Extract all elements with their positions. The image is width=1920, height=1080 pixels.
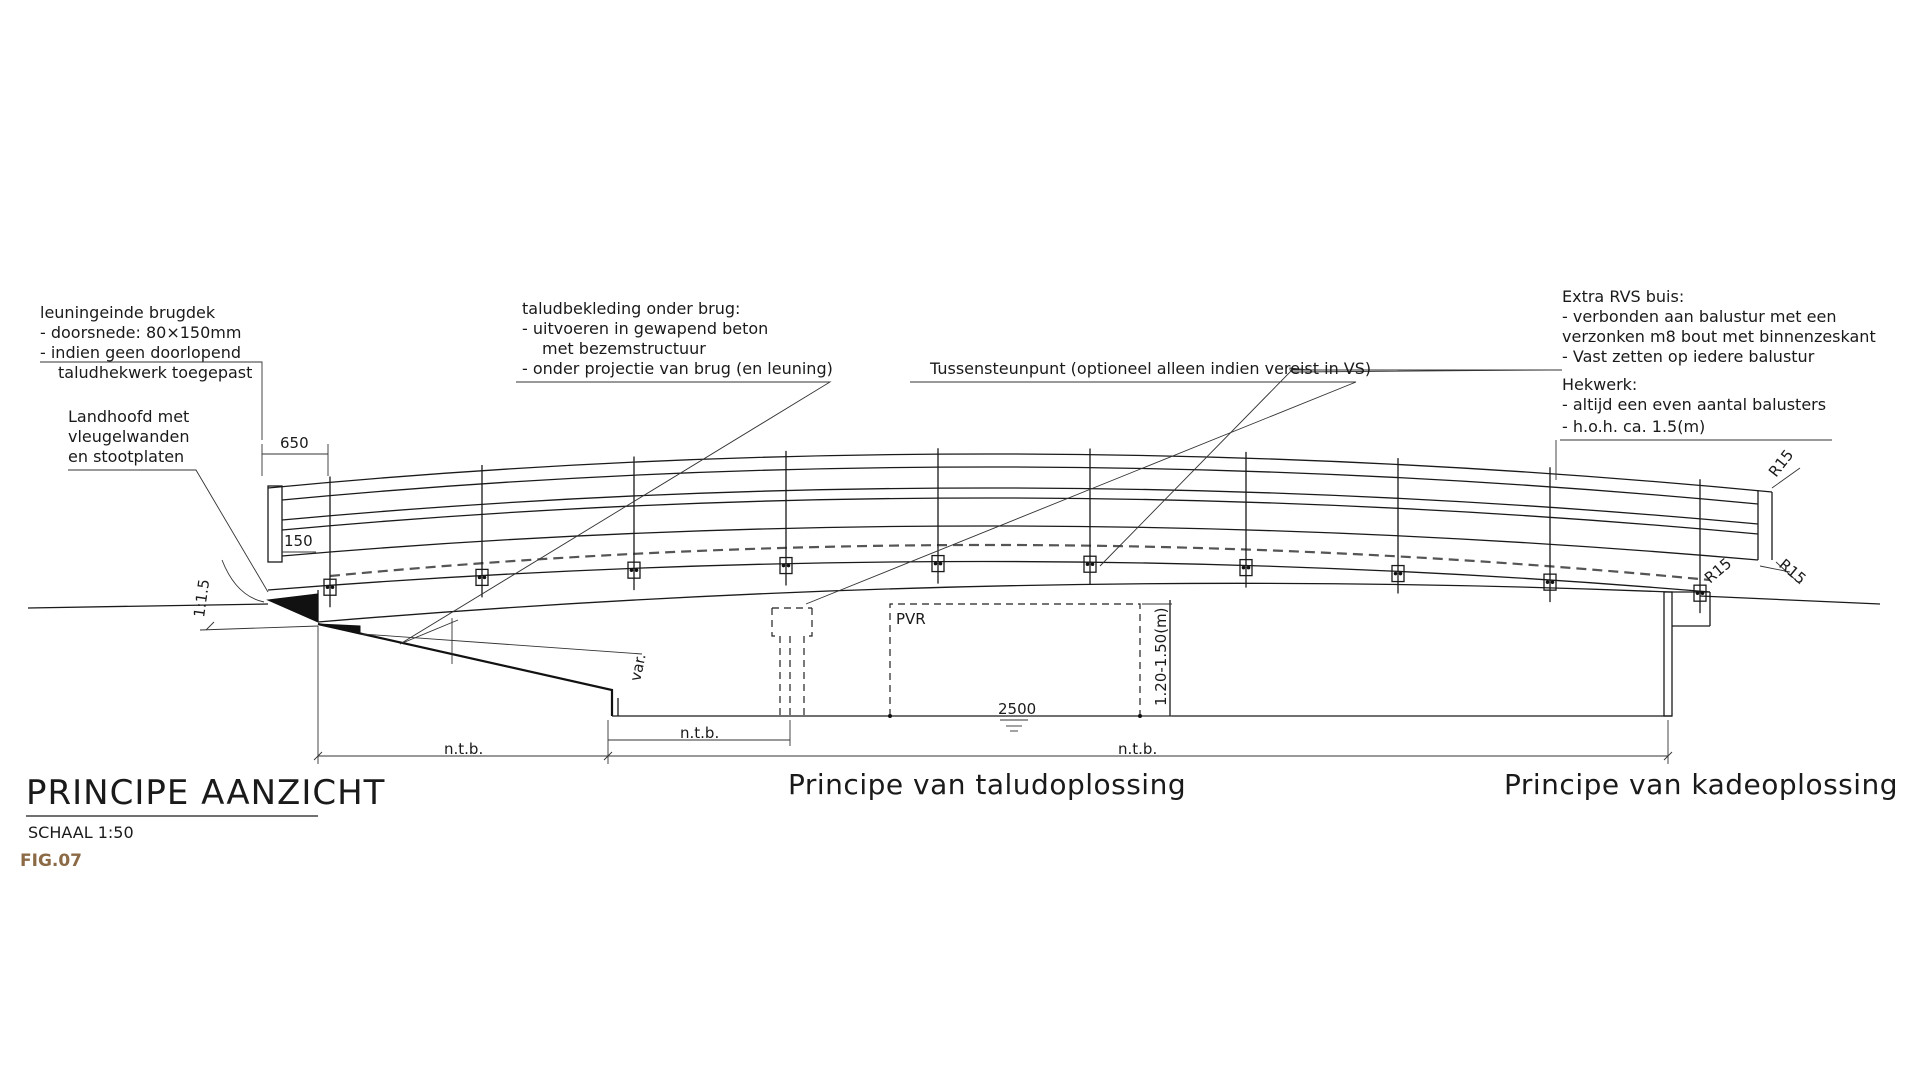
note-tussensteunpunt: Tussensteunpunt (optioneel alleen indien…: [929, 359, 1371, 378]
caption-talud: Principe van taludoplossing: [788, 768, 1186, 801]
bolt: [1550, 580, 1555, 584]
bolt: [1241, 565, 1246, 570]
dim-clearance: 1.20-1.50(m): [1152, 607, 1170, 706]
dim-r15-left: R15: [1701, 554, 1735, 587]
dim-r15-top: R15: [1765, 446, 1797, 480]
dim-650-150: [261, 444, 329, 553]
bolt: [629, 568, 634, 572]
note-leuningeinde: leuningeinde brugdek - doorsnede: 80×150…: [40, 303, 252, 382]
bolt: [330, 585, 335, 590]
bolt: [1398, 571, 1403, 576]
dim-var: var.: [626, 652, 649, 683]
dim-ntb-left: n.t.b.: [444, 740, 483, 758]
svg-text:verzonken m8 bout met binnenze: verzonken m8 bout met binnenzeskant: [1562, 327, 1876, 346]
dim-650: 650: [280, 434, 309, 452]
dim-ntb-mid: n.t.b.: [680, 724, 719, 742]
dim-150: 150: [284, 532, 313, 550]
svg-text:- doorsnede: 80×150mm: - doorsnede: 80×150mm: [40, 323, 241, 342]
bolt-plate: [1693, 584, 1707, 602]
clearance-dimension: [1142, 603, 1172, 717]
figure-title: PRINCIPE AANZICHT: [26, 773, 385, 813]
bolt: [1090, 562, 1095, 567]
dim-width: 2500: [998, 700, 1036, 718]
figure-label: FIG.07: [20, 851, 82, 871]
dim-ntb-right: n.t.b.: [1118, 740, 1157, 758]
bolt: [938, 561, 943, 566]
bolt-plate: [931, 554, 945, 573]
bolt: [634, 568, 639, 572]
bolt-plate: [1239, 558, 1253, 577]
svg-text:- altijd een even aantal balus: - altijd een even aantal balusters: [1562, 395, 1826, 414]
svg-text:leuningeinde brugdek: leuningeinde brugdek: [40, 303, 216, 322]
baluster-group: [323, 448, 1707, 614]
bolt: [933, 561, 938, 566]
slope-indicator: [199, 559, 319, 631]
bridge-railing: [267, 453, 1773, 582]
quay-wall: [1663, 591, 1710, 717]
svg-text:- uitvoeren in gewapend beton: - uitvoeren in gewapend beton: [522, 319, 768, 338]
bolt: [1700, 591, 1705, 595]
bolt: [1393, 571, 1398, 576]
radius-markers: [1759, 467, 1801, 585]
svg-text:Hekwerk:: Hekwerk:: [1562, 375, 1637, 394]
bolt: [325, 585, 330, 590]
ground-line: [27, 595, 1881, 609]
svg-text:- onder projectie van brug (en: - onder projectie van brug (en leuning): [522, 359, 833, 378]
svg-text:Extra RVS buis:: Extra RVS buis:: [1562, 287, 1684, 306]
leader-lines: [40, 361, 1832, 645]
svg-text:taludbekleding onder brug:: taludbekleding onder brug:: [522, 299, 740, 318]
note-extra-rvs: Extra RVS buis: - verbonden aan balustur…: [1562, 287, 1876, 366]
bridge-deck: [267, 560, 1711, 626]
svg-text:en stootplaten: en stootplaten: [68, 447, 184, 466]
dim-slope: 1:1.5: [190, 578, 213, 619]
var-dimension: [361, 618, 643, 664]
bolt: [1246, 565, 1251, 570]
svg-text:- h.o.h. ca. 1.5(m): - h.o.h. ca. 1.5(m): [1562, 417, 1705, 436]
dim-r15-right: R15: [1775, 555, 1809, 588]
caption-kade: Principe van kadeoplossing: [1504, 768, 1898, 801]
bolt: [477, 575, 482, 580]
note-hekwerk: Hekwerk: - altijd een even aantal balust…: [1562, 375, 1826, 436]
bolt: [786, 563, 791, 568]
bolt-plate: [1543, 573, 1557, 591]
abutment: [266, 593, 1672, 717]
bolt: [1695, 591, 1700, 595]
svg-text:- Vast zetten op iedere balust: - Vast zetten op iedere balustur: [1562, 347, 1815, 366]
pvr-clearance: [888, 600, 1171, 718]
note-landhoofd: Landhoofd met vleugelwanden en stootplat…: [68, 407, 190, 466]
figure-scale: SCHAAL 1:50: [28, 823, 134, 842]
svg-text:Landhoofd met: Landhoofd met: [68, 407, 189, 426]
bolt-plate: [1083, 555, 1097, 573]
water-level-symbol: [1000, 719, 1028, 732]
bolt-plate: [1391, 564, 1405, 583]
svg-text:- indien geen doorlopend: - indien geen doorlopend: [40, 343, 241, 362]
label-pvr: PVR: [896, 610, 926, 628]
intermediate-support: [771, 607, 813, 716]
bolt: [781, 563, 786, 568]
bolt: [1545, 580, 1550, 584]
bolt-plate: [323, 578, 337, 596]
svg-text:vleugelwanden: vleugelwanden: [68, 427, 190, 446]
svg-text:- verbonden aan balustur met e: - verbonden aan balustur met een: [1562, 307, 1836, 326]
dimension-lines-bottom: [313, 626, 1673, 764]
svg-text:met bezemstructuur: met bezemstructuur: [542, 339, 706, 358]
bolt: [1085, 562, 1090, 567]
bolt: [482, 575, 487, 580]
bolt-plate: [475, 568, 489, 587]
svg-text:taludhekwerk toegepast: taludhekwerk toegepast: [58, 363, 252, 382]
bolt-plate: [627, 561, 641, 579]
note-taludbekleding: taludbekleding onder brug: - uitvoeren i…: [522, 299, 833, 378]
bolt-plate: [779, 556, 793, 575]
